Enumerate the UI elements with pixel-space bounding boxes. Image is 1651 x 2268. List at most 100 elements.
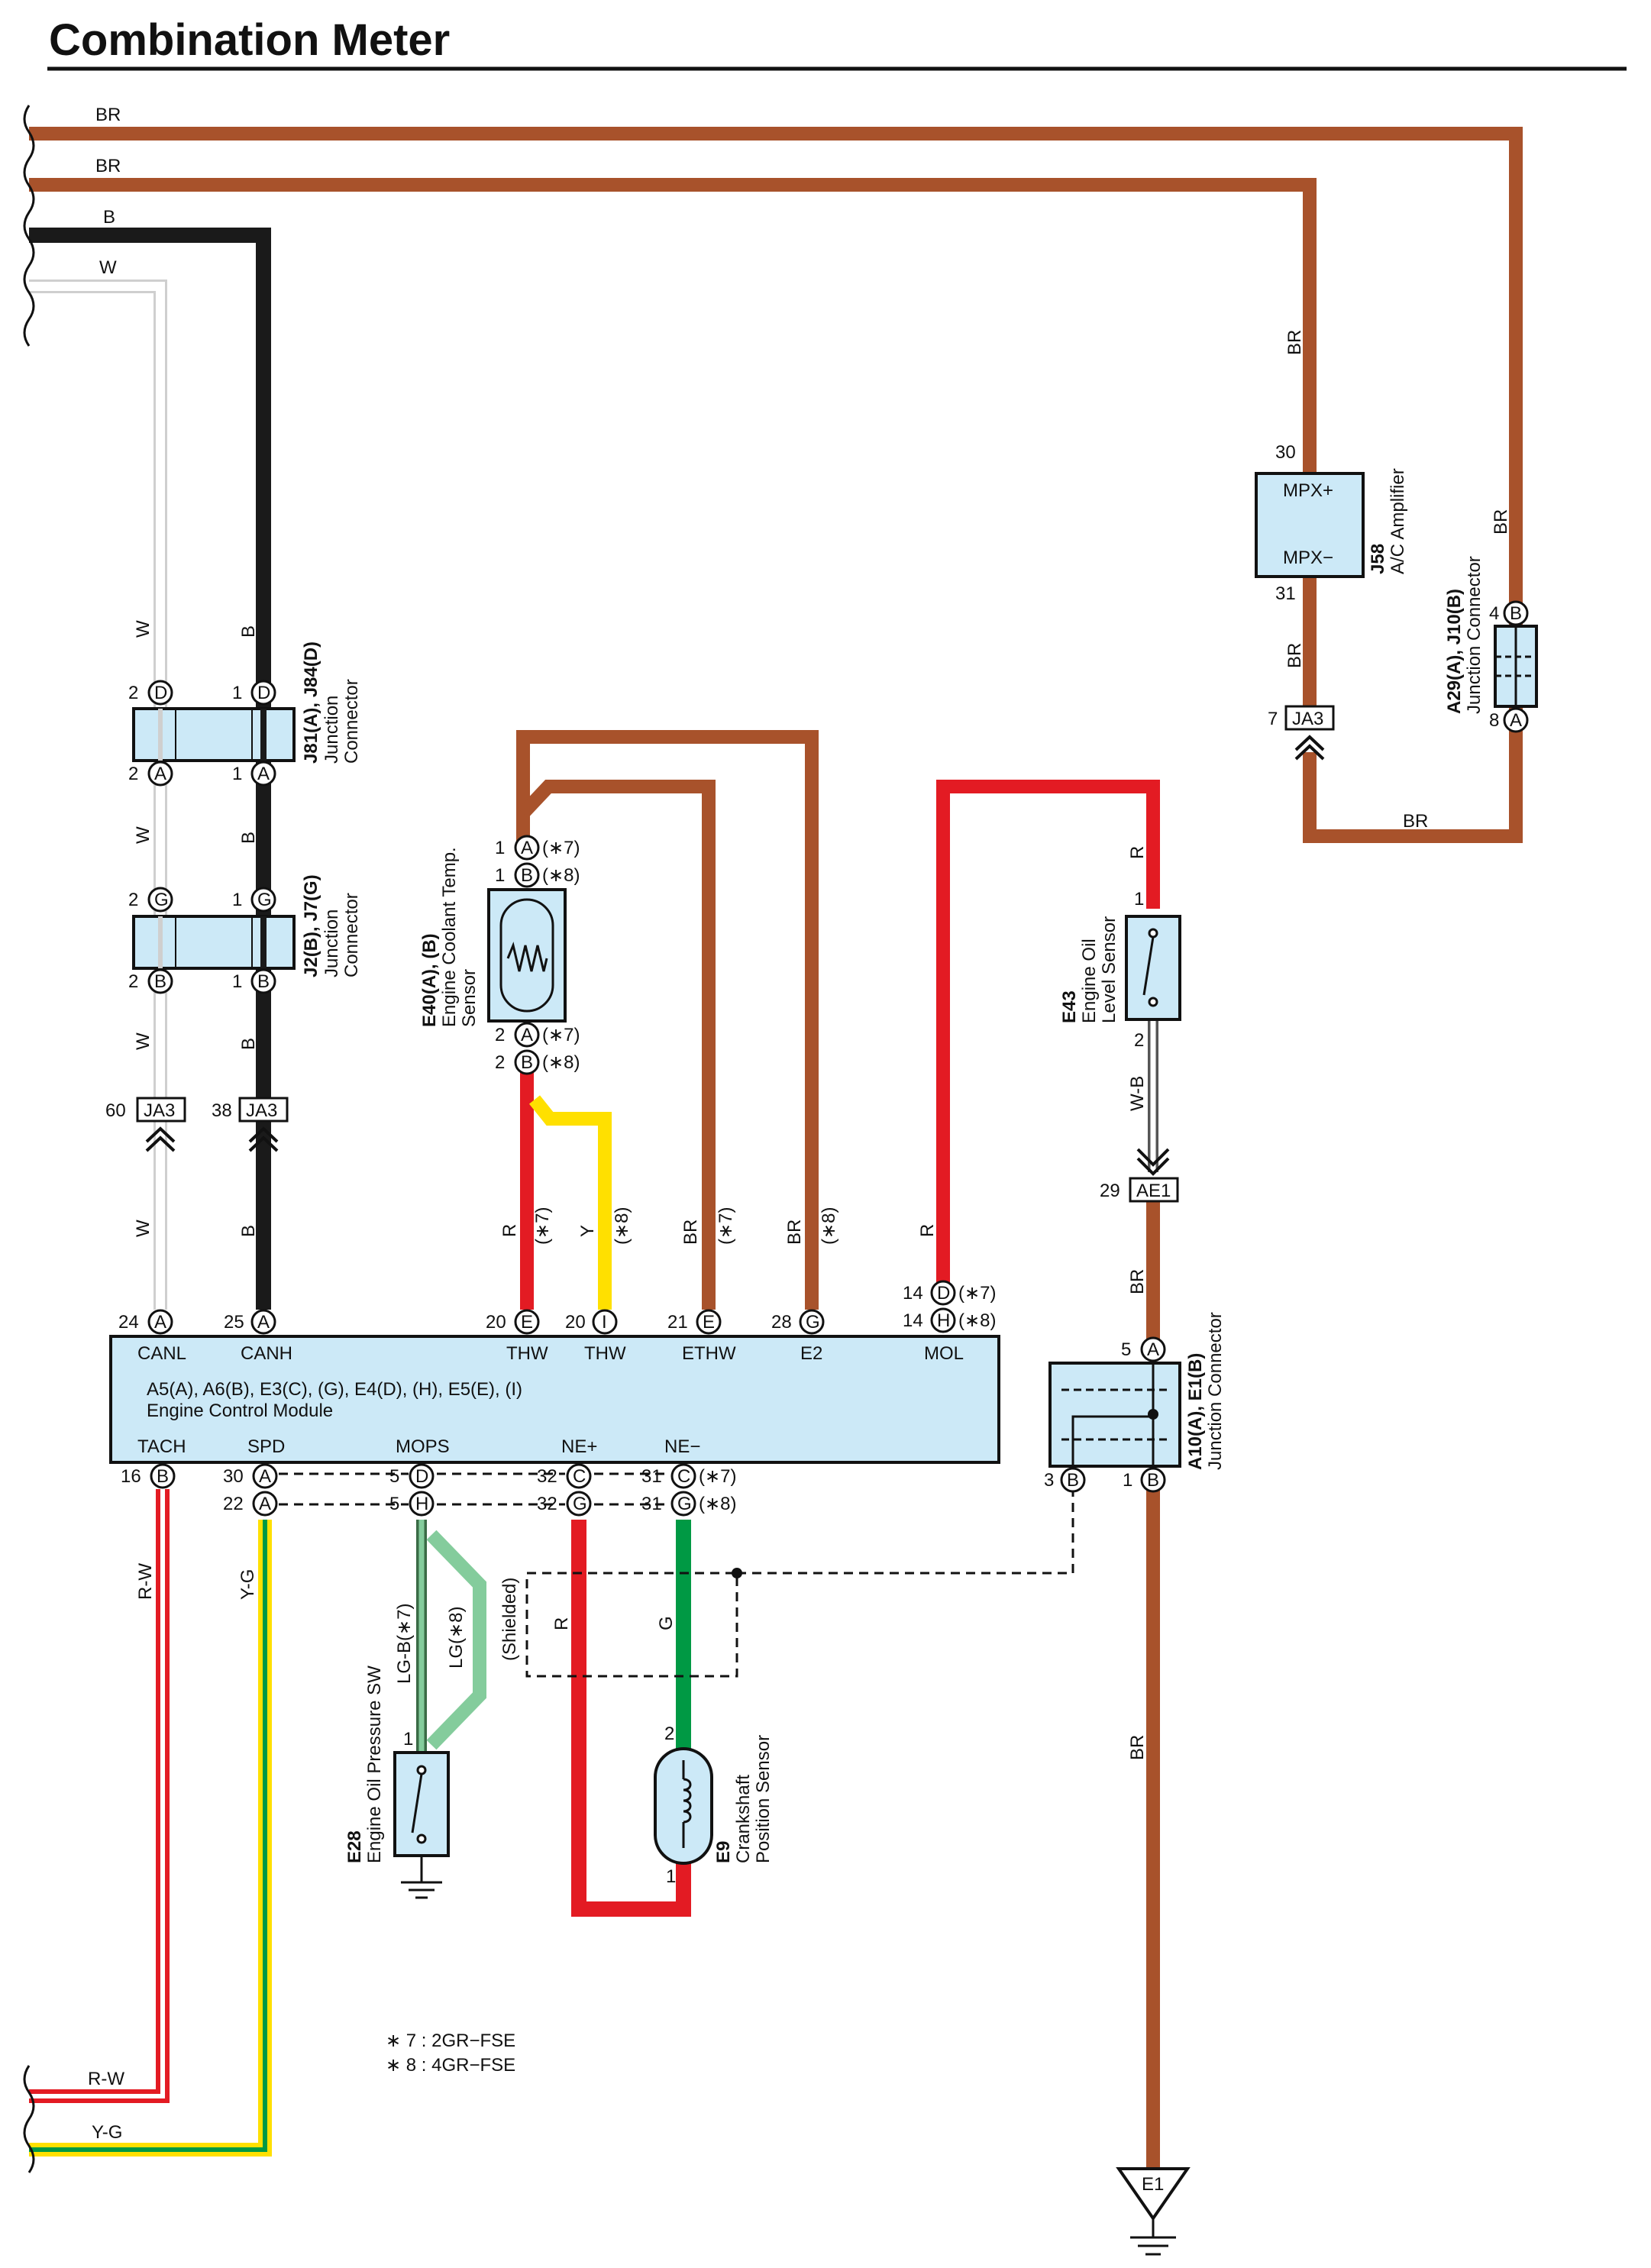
j58-name: A/C Amplifier: [1388, 468, 1408, 574]
wire-yg-spd: [29, 1520, 272, 2157]
ecm-mol-name: MOL: [924, 1343, 964, 1364]
j81-letter-4: A: [257, 764, 270, 784]
left-label-3: B: [103, 207, 115, 228]
label-br-j58-top: BR: [1284, 330, 1305, 355]
ecm-mops-pin-2: 5: [389, 1494, 399, 1514]
a29-pin-bot: 8: [1489, 710, 1499, 731]
e40-pin-2a: 2: [495, 1025, 505, 1045]
engine-control-module: A5(A), A6(B), E3(C), (G), E4(D), (H), E5…: [109, 1280, 1000, 1517]
e40-letter-1b: B: [521, 865, 533, 886]
label-br-ethw: BR: [680, 1220, 701, 1245]
e40-pin-1b: 1: [495, 865, 505, 886]
page-title: Combination Meter: [49, 15, 450, 65]
label-rw-bottom: R-W: [88, 2069, 124, 2089]
a10-pin-top: 5: [1121, 1339, 1131, 1360]
e9-name-2: Position Sensor: [753, 1735, 774, 1863]
ecm-thw1-pin: 20: [486, 1312, 506, 1333]
ecm-spd-pin-2: 22: [223, 1494, 244, 1514]
ecm-ethw-pin: 21: [667, 1312, 688, 1333]
e43-name-1: Engine Oil: [1079, 939, 1100, 1023]
ecm-neplus-name: NE+: [561, 1436, 597, 1457]
ecm-canh-letter: A: [257, 1312, 270, 1333]
j2-letter-1: G: [154, 890, 169, 910]
ecm-neplus-letter-2: G: [573, 1494, 587, 1514]
label-r-neplus: R: [551, 1617, 572, 1630]
ja3-w-pin: 60: [105, 1100, 126, 1121]
label-r-thw: R: [499, 1224, 520, 1237]
ecm-e2-letter: G: [806, 1312, 820, 1333]
ecm-mol-letter-2: H: [937, 1310, 950, 1331]
ecm-name: Engine Control Module: [147, 1401, 333, 1421]
j2-pin-4: 1: [232, 971, 242, 992]
ja3-br-pin: 7: [1268, 709, 1278, 729]
sensor-e43-oil-level: 1 2 E43 Engine Oil Level Sensor: [1059, 889, 1181, 1051]
e40-pin-2b: 2: [495, 1052, 505, 1073]
ecm-tach-letter: B: [157, 1466, 169, 1487]
a29-ref: A29(A), J10(B): [1444, 589, 1465, 714]
j81-pin-4: 1: [232, 764, 242, 784]
ecm-neminus-letter-1: C: [677, 1466, 690, 1487]
shield-junction-dot: [732, 1568, 742, 1578]
label-w-bottom: W: [133, 1220, 153, 1237]
e40-letter-1a: A: [521, 838, 533, 858]
label-b-upper: B: [238, 625, 259, 638]
ecm-mol-letter-1: D: [937, 1283, 950, 1304]
ground-e1: E1: [1116, 2167, 1191, 2256]
left-wire-breaks: [23, 105, 35, 2173]
label-br-a29: BR: [1491, 509, 1511, 535]
ecm-mol-pin-1: 14: [903, 1283, 923, 1304]
label-y-thw: Y: [577, 1225, 598, 1237]
e40-name-2: Sensor: [459, 969, 480, 1027]
e43-name-2: Level Sensor: [1099, 916, 1120, 1023]
label-wb-e43: W-B: [1127, 1076, 1148, 1111]
wire-br-ethw: [518, 780, 716, 1310]
j2-letter-4: B: [257, 971, 270, 992]
label-b-mid: B: [238, 832, 259, 844]
ecm-neplus-pin-1: 32: [537, 1466, 557, 1487]
ecm-neminus-pin-1: 31: [641, 1466, 662, 1487]
a10-pin-br: 1: [1123, 1470, 1132, 1491]
wire-r-neplus: [571, 1520, 691, 1917]
label-rw-tach: R-W: [135, 1563, 156, 1600]
label-lgb-mops: LG-B(∗7): [394, 1604, 415, 1684]
j2-ref: J2(B), J7(G): [301, 874, 321, 977]
e40-letter-2b: B: [521, 1052, 533, 1073]
ground-icon: [1130, 2236, 1176, 2256]
connector-a10-e1: 5 A 3 B 1 B A10(A), E1(B) Junction Conne…: [1044, 1312, 1226, 1493]
ecm-neminus-pin-2: 31: [641, 1494, 662, 1514]
ecm-spd-name: SPD: [247, 1436, 285, 1457]
a10-ref: A10(A), E1(B): [1185, 1353, 1206, 1470]
ecm-canh-pin: 25: [224, 1312, 244, 1333]
label-br-a10: BR: [1127, 1735, 1148, 1760]
j81-letter-2: D: [257, 683, 270, 703]
e40-ref: E40(A), (B): [419, 933, 440, 1027]
e40-note-2a: (∗7): [542, 1025, 580, 1045]
a29-letter-bot: A: [1510, 710, 1522, 731]
ecm-mol-note-1: (∗7): [958, 1283, 996, 1304]
a29-pin-top: 4: [1489, 603, 1499, 624]
ecm-neminus-letter-2: G: [677, 1494, 692, 1514]
label-b-lower: B: [238, 1038, 259, 1050]
ground-icon: [401, 1881, 442, 1899]
j58-ref: J58: [1368, 544, 1388, 574]
e40-letter-2a: A: [521, 1025, 533, 1045]
ecm-thw2-name: THW: [584, 1343, 626, 1364]
dashed-links: [279, 1472, 1074, 1678]
e9-pin-bot: 1: [666, 1866, 676, 1887]
a10-letter-top: A: [1147, 1339, 1159, 1360]
ecm-tach-pin: 16: [121, 1466, 141, 1487]
ecm-spd-letter-2: A: [259, 1494, 271, 1514]
e28-name: Engine Oil Pressure SW: [364, 1665, 385, 1863]
ecm-neplus-letter-1: C: [573, 1466, 586, 1487]
j58-mpx-minus: MPX−: [1283, 548, 1333, 568]
ecm-mol-pin-2: 14: [903, 1310, 923, 1331]
component-j58-ac-amplifier: MPX+ MPX− 30 31 J58 A/C Amplifier: [1255, 442, 1408, 604]
wire-b-canh: [29, 228, 271, 1310]
connector-a29-j10: 4 B 8 A A29(A), J10(B) Junction Connecto…: [1444, 556, 1538, 733]
ecm-thw2-pin: 20: [565, 1312, 586, 1333]
j2-pin-2: 1: [232, 890, 242, 910]
label-r-mol: R: [917, 1224, 938, 1237]
ae1-pin: 29: [1100, 1181, 1120, 1201]
switch-icon: [1142, 936, 1155, 996]
note-y-thw: (∗8): [612, 1207, 632, 1245]
